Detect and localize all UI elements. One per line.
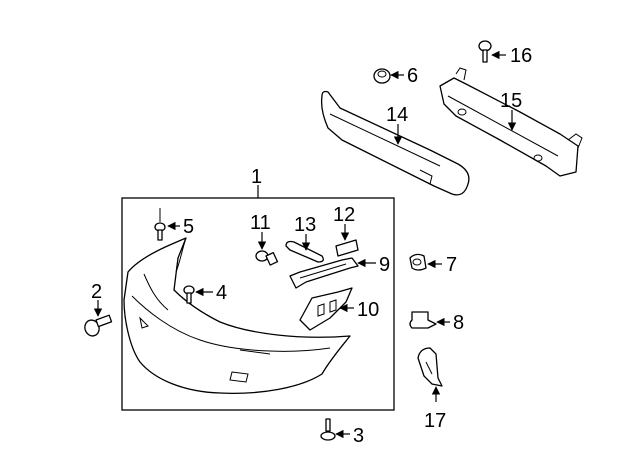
reflector-12 [335,239,359,257]
callout-17-label: 17 [424,410,446,432]
callout-4-label: 4 [216,282,227,304]
bracket-9 [289,257,359,289]
callout-3-label: 3 [353,425,364,447]
callout-6-label: 6 [407,65,418,87]
molding-13 [285,240,324,263]
clip-8 [409,311,437,329]
screw-3 [320,418,336,441]
callout-7-label: 7 [446,254,457,276]
callout-2-label: 2 [91,281,102,303]
retainer-7 [409,253,427,271]
callout-5-label: 5 [183,216,194,238]
callout-9-label: 9 [379,254,390,276]
callout-11-label: 11 [250,212,271,234]
bracket-10 [299,287,353,331]
bolt-5 [154,208,166,241]
callout-14-label: 14 [386,104,408,126]
grommet-6 [373,68,391,84]
callout-8-label: 8 [453,312,464,334]
bolt-16 [478,40,492,63]
callout-15-label: 15 [500,90,522,112]
callout-1-label: 1 [251,166,262,188]
callout-10-label: 10 [357,299,379,321]
callout-12-label: 12 [333,204,355,226]
bumper-cover [123,237,351,394]
callout-16-label: 16 [510,45,532,67]
reinforcement-beam-15 [439,67,583,177]
screw-2 [84,314,113,337]
bolt-4 [183,285,195,304]
callout-13-label: 13 [294,214,316,236]
bracket-17 [417,347,443,387]
screw-11 [255,250,279,266]
